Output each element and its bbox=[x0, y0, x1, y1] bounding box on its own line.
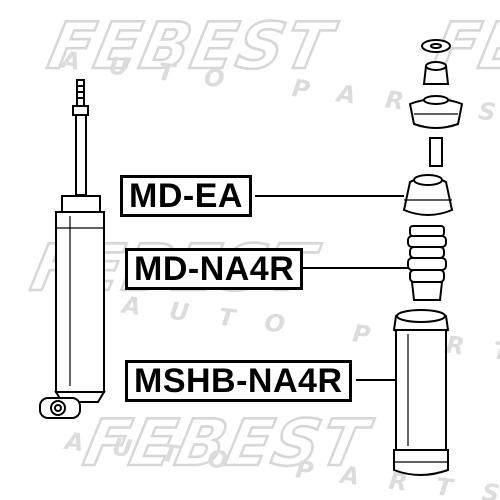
part-md-ea-drawing bbox=[402, 174, 454, 216]
part-label-md-ea: MD-EA bbox=[120, 175, 252, 217]
mount-bushing-collar bbox=[423, 95, 449, 105]
watermark-brand-3: FEBEST bbox=[78, 407, 378, 481]
part-label-md-na4r: MD-NA4R bbox=[125, 248, 304, 290]
upper-mount-stack bbox=[408, 39, 464, 167]
dust-boot-opening bbox=[396, 309, 446, 323]
shock-absorber bbox=[39, 79, 106, 419]
part-mshb-na4r-drawing bbox=[392, 309, 450, 476]
bump-stop-ring-5 bbox=[409, 269, 445, 283]
bump-stop-base bbox=[410, 281, 444, 301]
shock-rod-nut bbox=[72, 105, 89, 116]
part-label-mshb-na4r: MSHB-NA4R bbox=[125, 360, 352, 402]
dust-boot-tube bbox=[395, 329, 447, 451]
md-ea-top bbox=[413, 174, 443, 186]
mount-stud bbox=[429, 137, 443, 167]
bump-stop-ring-2 bbox=[407, 235, 447, 248]
watermark-brand-1: FEBEST bbox=[42, 10, 342, 84]
shock-body bbox=[55, 211, 105, 393]
bump-stop-ring-1 bbox=[409, 225, 445, 237]
bump-stop-ring-4 bbox=[407, 257, 447, 271]
bump-stop-ring-3 bbox=[409, 246, 445, 259]
shock-piston-rod bbox=[75, 114, 87, 196]
part-md-na4r-drawing bbox=[407, 225, 447, 301]
mount-nut-top bbox=[425, 61, 447, 71]
leader-lines bbox=[255, 195, 408, 381]
washer-top-hole bbox=[430, 43, 442, 49]
shock-mount-bushing bbox=[54, 404, 62, 412]
shock-seal-cap bbox=[61, 195, 101, 213]
